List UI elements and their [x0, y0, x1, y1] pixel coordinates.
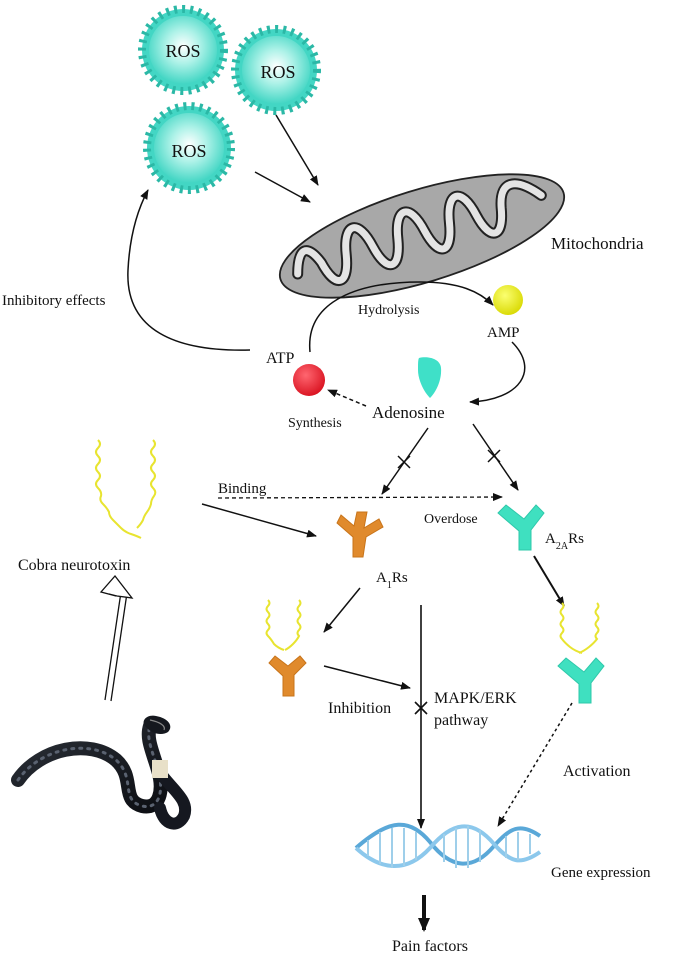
adenosine-a1-block-mark	[397, 455, 411, 469]
mapk-label-line2: pathway	[434, 712, 488, 729]
adenosine-label: Adenosine	[372, 403, 445, 422]
amp-molecule	[493, 285, 523, 315]
a1-receptor	[336, 511, 384, 558]
cobra-neurotoxin-molecule	[95, 439, 157, 539]
snake-to-toxin-arrow	[99, 574, 134, 702]
adenosine-a2a-block-mark	[487, 449, 501, 463]
a1-toxin-complex	[265, 599, 307, 697]
toxin-to-a1-arrow	[201, 503, 317, 538]
overdose-label: Overdose	[424, 512, 478, 527]
inhibition-label: Inhibition	[328, 700, 391, 717]
hydrolysis-label: Hydrolysis	[358, 303, 419, 318]
atp-label: ATP	[266, 350, 295, 367]
mitochondria-label: Mitochondria	[551, 234, 644, 253]
a1-to-complex-arrow	[323, 587, 361, 633]
ros-label-1: ROS	[165, 41, 200, 61]
adenosine-molecule	[418, 357, 442, 398]
cobra-snake-image	[11, 715, 192, 830]
mapk-label-line1: MAPK/ERK	[434, 690, 517, 707]
a2a-toxin-complex	[557, 602, 605, 704]
binding-label: Binding	[218, 481, 267, 497]
ros-particle-3: ROS	[143, 102, 235, 194]
synthesis-arrow	[327, 389, 367, 407]
a2ars-label: A2ARs	[545, 531, 584, 552]
pain-factors-label: Pain factors	[392, 938, 468, 955]
gene-expression-label: Gene expression	[551, 865, 651, 881]
amp-label: AMP	[487, 325, 520, 341]
mitochondria-organelle	[278, 173, 566, 299]
ros-label-3: ROS	[171, 141, 206, 161]
atp-molecule	[293, 364, 325, 396]
activation-label: Activation	[563, 763, 631, 780]
cobra-neurotoxin-label: Cobra neurotoxin	[18, 557, 130, 574]
a1rs-label: A1Rs	[376, 570, 408, 591]
complex-to-mapk-arrow	[323, 665, 411, 690]
a2a-receptor	[497, 504, 545, 551]
a2a-to-complex-arrow	[533, 555, 565, 607]
amp-to-adenosine-arrow	[469, 341, 526, 406]
ros-arrow-2	[275, 114, 319, 186]
ros-arrow-3	[254, 171, 311, 203]
inhibitory-effects-label: Inhibitory effects	[2, 293, 106, 309]
binding-dashed-arrow	[217, 493, 503, 502]
synthesis-label: Synthesis	[288, 416, 342, 431]
hydrolysis-arrow	[309, 281, 494, 353]
inhibitory-effects-arrow	[127, 189, 251, 351]
dna-helix-icon	[354, 822, 542, 868]
ros-particle-2: ROS	[231, 25, 321, 115]
activation-arrow	[497, 702, 573, 827]
ros-label-2: ROS	[260, 62, 295, 82]
mapk-block-mark	[414, 701, 428, 715]
ros-particle-1: ROS	[138, 5, 228, 95]
